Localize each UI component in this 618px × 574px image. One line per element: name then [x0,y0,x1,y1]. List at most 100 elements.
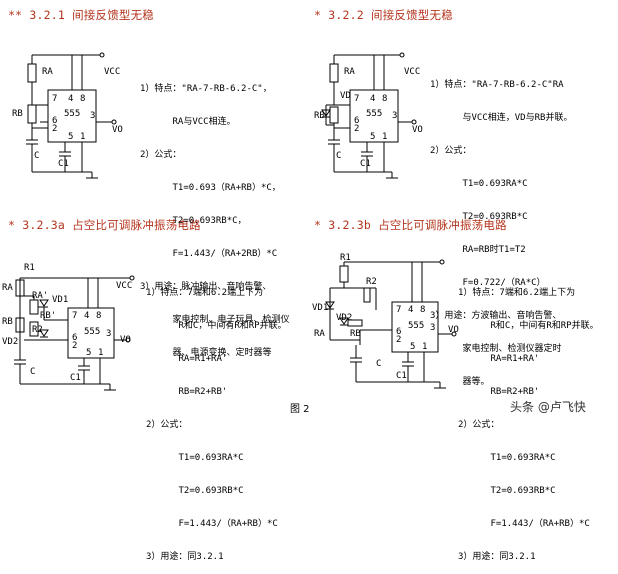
note-line: 3）用途：方波输出、音响告警、 [430,311,562,321]
c2-pin-4: 4 [370,94,376,104]
c2-pin-7: 7 [354,94,360,104]
note-line: F=1.443/（RA+RB）*C [146,519,278,529]
c1-pin-5: 5 [68,132,74,142]
c3-pin-4: 4 [84,311,90,321]
c4-label-vd1: VD1 [312,303,329,313]
note-line: 与VCC相连，VD与RB并联。 [430,113,573,123]
c3-label-vcc: VCC [116,281,133,291]
c3-label-ra: RA [2,283,13,293]
c4-label-r2: R2 [366,277,377,287]
c2-pin-1: 1 [382,132,388,142]
note-line: F=0.722/（RA*C） [430,278,546,288]
c2-label-vcc: VCC [404,67,421,77]
note-line: F=1.443/（RA+2RB）*C [140,249,278,259]
c3-pin-3: 3 [106,329,112,339]
note-line: 3）用途：同3.2.1 [146,552,224,562]
c3-label-c: C [30,367,36,377]
circuit-3-2-2 [321,52,417,179]
c1-pin-7: 7 [52,94,58,104]
note-line: 家电控制、检测仪器定时 [430,344,562,354]
note-line: T1=0.693RA*C [146,453,244,463]
c2-label-c: C [336,151,342,161]
c3-pin-7: 7 [72,311,78,321]
note-line: RB=R2+RB' [458,387,540,397]
c3-pin-6: 6 [72,333,78,343]
c3-label-rb-prime: RB' [40,311,57,321]
notes-3-2-3b: 1）特点：7端和6.2端上下为 R和C，中间有R和RP并联。 RA=R1+RA'… [458,266,599,574]
c1-pin-1: 1 [80,132,86,142]
note-line: F=1.443/（RA+RB）*C [458,519,590,529]
note-line: T2=0.693RB*C [430,212,528,222]
c1-pin-6: 6 [52,116,58,126]
c1-pin-8: 8 [80,94,86,104]
heading-3-2-2: * 3.2.2 间接反馈型无稳 [314,8,453,22]
note-line: R和C，中间有R和RP并联。 [458,321,599,331]
c3-label-r1: R1 [24,263,35,273]
c4-pin-6: 6 [396,327,402,337]
c1-label-vcc: VCC [104,67,121,77]
c4-pin-4: 4 [408,305,414,315]
c1-label-c1: C1 [58,159,69,169]
c1-label-c: C [34,151,40,161]
note-line: T2=0.693RB*C [458,486,556,496]
c1-label-rb: RB [12,109,23,119]
circuit-3-2-3b [325,259,457,389]
note-line: RB=R2+RB' [146,387,228,397]
c4-pin-3: 3 [430,323,436,333]
notes-3-2-1: 1）特点："RA-7-RB-6.2-C"， RA与VCC相连。 2）公式： T1… [140,62,290,370]
figure-label: 图 2 [290,404,310,415]
note-line: 3）用途：脉冲输出、音响告警、 [140,282,272,292]
c2-pin-8: 8 [382,94,388,104]
c3-label-vo: VO [120,335,131,345]
heading-3-2-1: ** 3.2.1 间接反馈型无稳 [8,8,155,22]
heading-3-2-3a: * 3.2.3a 占空比可调脉冲振荡电路 [8,218,201,232]
c3-pin-8: 8 [96,311,102,321]
c1-pin-2: 2 [52,124,58,134]
c2-label-vo: VO [412,125,423,135]
c3-label-vd2: VD2 [2,337,19,347]
c4-pin-2: 2 [396,335,402,345]
c4-pin-7: 7 [396,305,402,315]
note-line: RA=RB时T1=T2 [430,245,526,255]
c2-chip-555: 555 [366,109,383,119]
c1-pin-3: 3 [90,111,96,121]
note-line: 2）公式： [146,420,188,430]
note-line: 器等。 [430,377,490,387]
c4-label-vd2: VD2 [336,313,353,323]
circuit-3-2-3a [14,275,135,391]
note-line: T2=0.693RB*C [146,486,244,496]
c2-pin-2: 2 [354,124,360,134]
c3-pin-2: 2 [72,341,78,351]
c1-chip-555: 555 [64,109,81,119]
c4-pin-1: 1 [422,342,428,352]
note-line: 家电控制、电子玩具、检测仪 [140,315,290,325]
note-line: 1）特点："RA-7-RB-6.2-C"， [140,84,272,94]
c3-label-rb: RB [2,317,13,327]
note-line: 1）特点："RA-7-RB-6.2-C"RA [430,80,564,90]
c3-label-c1: C1 [70,373,81,383]
note-line: 1）特点：7端和6.2端上下为 [458,288,576,298]
note-line: 1）特点：7端和6.2端上下为 [146,288,264,298]
c4-label-vo: VO [448,325,459,335]
note-line: 3）用途：同3.2.1 [458,552,536,562]
c2-label-c1: C1 [360,159,371,169]
c3-label-ra-prime: RA' [32,291,49,301]
note-line: T2=0.693RB*C， [140,216,247,226]
c2-label-rb: RB [314,111,325,121]
note-line: R和C，中间有R和RP并联。 [146,321,287,331]
c2-pin-5: 5 [370,132,376,142]
c4-pin-5: 5 [410,342,416,352]
watermark: 头条 @卢飞快 [510,400,586,414]
c4-label-c: C [376,359,382,369]
circuit-3-2-1 [26,52,117,179]
c4-label-r1: R1 [340,253,351,263]
c4-label-c1: C1 [396,371,407,381]
c1-label-vo: VO [112,125,123,135]
c4-label-ra: RA [314,329,325,339]
c2-label-ra: RA [344,67,355,77]
c2-pin-6: 6 [354,116,360,126]
c4-chip-555: 555 [408,321,425,331]
note-line: T1=0.693RA*C [458,453,556,463]
c3-pin-1: 1 [98,348,104,358]
note-line: 器、电源变换、定时器等 [140,348,272,358]
